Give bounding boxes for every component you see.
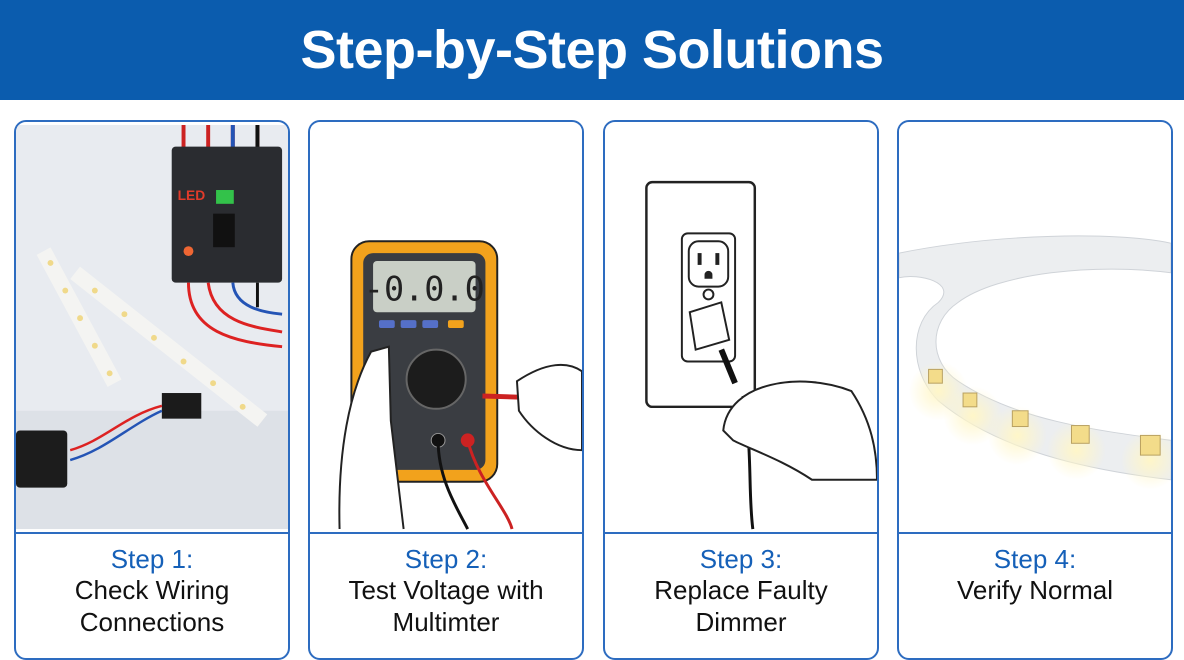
step-text-line1: Test Voltage with bbox=[348, 575, 544, 605]
step-text-line1: Check Wiring bbox=[74, 575, 230, 605]
led-strip-illustration bbox=[899, 122, 1171, 532]
step-card-2: -0.0.0 Step 2: Test Voltage with Multimt… bbox=[308, 120, 584, 660]
outlet-socket bbox=[687, 240, 730, 288]
step-caption-1: Step 1: Check Wiring Connections bbox=[16, 532, 288, 644]
step-label: Step 4: bbox=[993, 544, 1077, 574]
step-text-line2: Connections bbox=[79, 607, 225, 637]
header-banner: Step-by-Step Solutions bbox=[0, 0, 1184, 100]
plug bbox=[688, 301, 731, 351]
step-label: Step 1: bbox=[110, 544, 194, 574]
step-text-line2: Multimter bbox=[392, 607, 500, 637]
step-text-line1: Replace Faulty bbox=[654, 575, 828, 605]
power-supply bbox=[16, 430, 68, 488]
step-text-line2: Dimmer bbox=[695, 607, 787, 637]
display-reading: -0.0.0 bbox=[364, 269, 485, 308]
step-text-line1: Verify Normal bbox=[956, 575, 1114, 605]
step-caption-2: Step 2: Test Voltage with Multimter bbox=[310, 532, 582, 644]
step-card-3: Step 3: Replace Faulty Dimmer bbox=[603, 120, 879, 660]
step-caption-3: Step 3: Replace Faulty Dimmer bbox=[605, 532, 877, 644]
wiring-illustration: LED bbox=[16, 122, 288, 532]
breaker-label: LED bbox=[178, 188, 206, 203]
multimeter-illustration: -0.0.0 bbox=[310, 122, 582, 532]
step-caption-4: Step 4: Verify Normal bbox=[899, 532, 1171, 644]
step-label: Step 2: bbox=[404, 544, 488, 574]
step-card-4: Step 4: Verify Normal bbox=[897, 120, 1173, 660]
step-card-1: LED Step 1: Check Wiring Connections bbox=[14, 120, 290, 660]
multimeter-display bbox=[373, 260, 476, 313]
rotary-dial bbox=[405, 348, 467, 410]
outlet-illustration bbox=[605, 122, 877, 532]
page-title: Step-by-Step Solutions bbox=[300, 20, 885, 80]
step-label: Step 3: bbox=[699, 544, 783, 574]
connector bbox=[161, 393, 202, 419]
